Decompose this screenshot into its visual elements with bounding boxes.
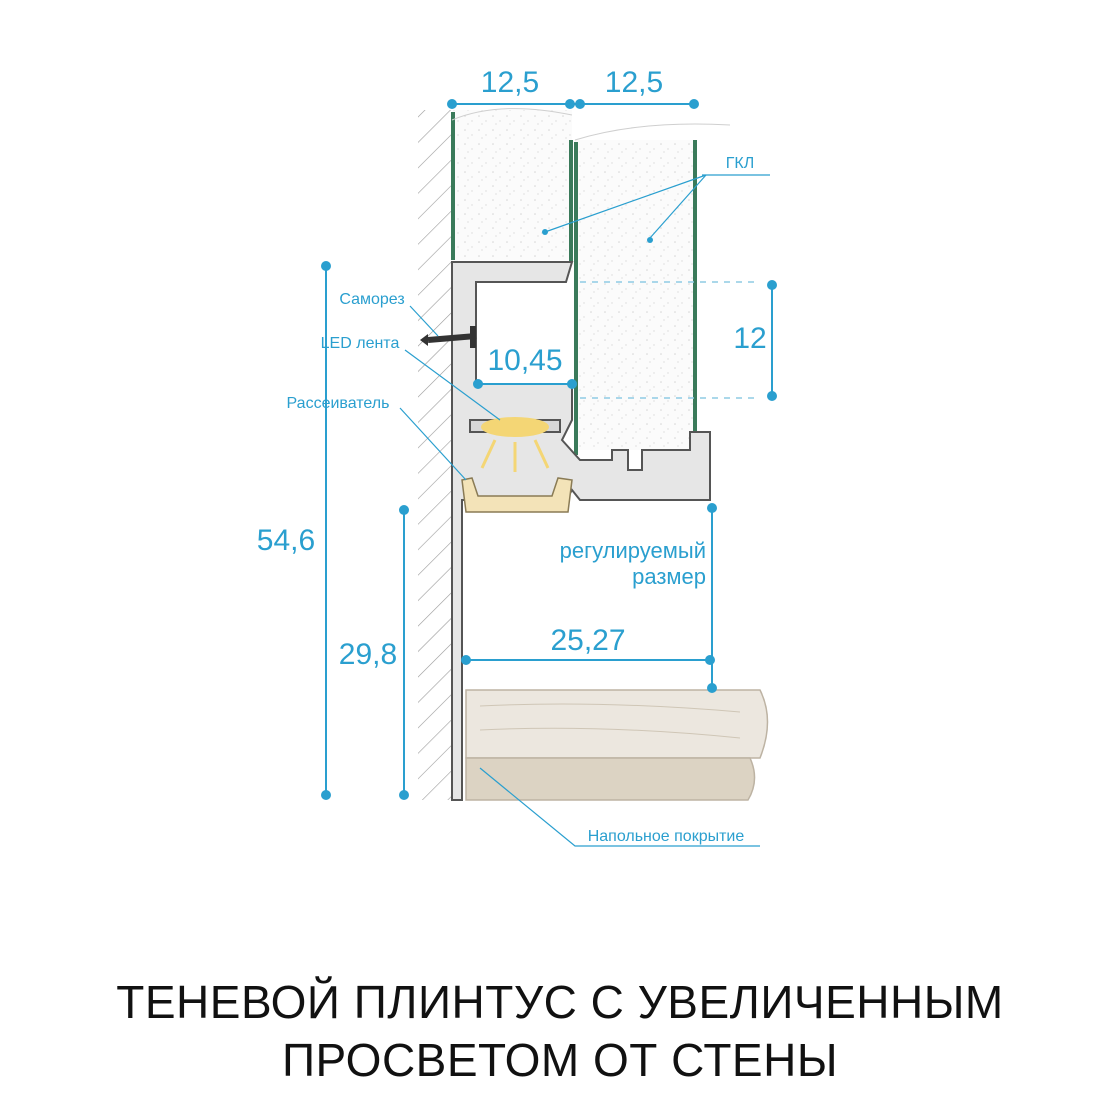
label-floor: Напольное покрытие: [588, 828, 745, 845]
wall-hatch: [418, 110, 452, 800]
title-line-1: ТЕНЕВОЙ ПЛИНТУС С УВЕЛИЧЕННЫМ: [116, 976, 1004, 1028]
label-adjustable-1: регулируемый: [560, 538, 706, 563]
label-screw: Саморез: [339, 291, 404, 308]
gypsum-board-right: [574, 123, 731, 455]
dim-right-height: 12: [733, 322, 766, 355]
dim-base-width: 25,27: [550, 624, 625, 657]
dimension-lines: [321, 99, 777, 800]
label-led: LED лента: [321, 335, 400, 352]
gypsum-board-left: [451, 108, 573, 262]
label-diffuser: Рассеиватель: [287, 395, 390, 412]
title-line-2: ПРОСВЕТОМ ОТ СТЕНЫ: [281, 1034, 839, 1086]
led-strip: [480, 417, 550, 472]
leader-lines: [399, 174, 770, 847]
dashed-guides: [580, 281, 760, 399]
label-adjustable-2: размер: [632, 564, 706, 589]
dim-gap-width: 10,45: [487, 344, 562, 377]
diffuser: [461, 477, 573, 513]
screw-icon: [420, 326, 477, 348]
dim-top-right: 12,5: [605, 66, 663, 99]
dim-lower-height: 29,8: [339, 638, 397, 671]
dim-top-left: 12,5: [481, 66, 539, 99]
label-gkl: ГКЛ: [726, 155, 754, 172]
dim-total-height: 54,6: [257, 524, 315, 557]
floor-covering: [465, 689, 769, 801]
